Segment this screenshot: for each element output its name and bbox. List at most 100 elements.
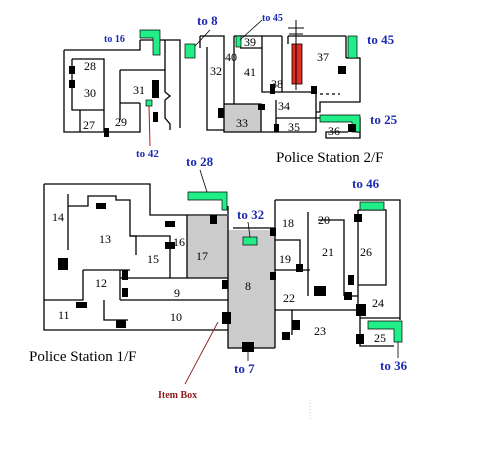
floor-title: Police Station 2/F xyxy=(276,150,384,166)
stairs-to-45[interactable] xyxy=(347,35,358,59)
room-label: 36 xyxy=(328,124,340,138)
first-floor-map: 14 13 16 15 17 12 9 11 10 8 18 20 19 21 … xyxy=(29,154,408,420)
stairs-to-42[interactable] xyxy=(145,99,153,107)
room-label: 20 xyxy=(318,213,330,227)
door xyxy=(282,332,290,340)
door xyxy=(296,264,303,272)
door xyxy=(354,214,362,222)
door xyxy=(210,215,217,224)
room-label: 39 xyxy=(244,35,256,49)
room-label: 12 xyxy=(95,276,107,290)
room-label: 29 xyxy=(115,115,127,129)
link-to-45[interactable]: to 45 xyxy=(367,32,395,47)
room-label: 33 xyxy=(236,116,248,130)
door xyxy=(274,124,279,132)
room-8-highlight xyxy=(228,230,275,348)
ladder-icon xyxy=(288,20,304,90)
link-to-32[interactable]: to 32 xyxy=(237,207,264,222)
room-label: 40 xyxy=(225,50,237,64)
second-floor-doors xyxy=(69,66,356,137)
door xyxy=(356,304,366,316)
room-label: 11 xyxy=(58,308,70,322)
stairs-to-45-small[interactable] xyxy=(235,35,242,48)
door xyxy=(270,228,276,236)
room-label: 10 xyxy=(170,310,182,324)
room-label: 38 xyxy=(271,77,283,91)
room-label: 34 xyxy=(278,99,290,113)
door xyxy=(311,86,317,94)
door xyxy=(314,286,326,296)
stairs-to-16[interactable] xyxy=(139,29,161,56)
door xyxy=(348,275,354,285)
door xyxy=(270,272,276,280)
room-label: 15 xyxy=(147,252,159,266)
link-to-7[interactable]: to 7 xyxy=(234,361,255,376)
door xyxy=(222,312,231,324)
room-label: 31 xyxy=(133,83,145,97)
door xyxy=(338,66,346,74)
first-floor-links: to 28 to 32 to 46 to 7 to 36 xyxy=(186,154,408,376)
door xyxy=(58,258,68,270)
link-to-46[interactable]: to 46 xyxy=(352,176,380,191)
link-to-45-small[interactable]: to 45 xyxy=(262,13,283,24)
door xyxy=(96,203,106,209)
floor-title: Police Station 1/F xyxy=(29,349,137,365)
room-label: 28 xyxy=(84,59,96,73)
room-label: 24 xyxy=(372,296,384,310)
link-to-16[interactable]: to 16 xyxy=(104,34,125,45)
link-to-42[interactable]: to 42 xyxy=(136,148,159,160)
room-label: 19 xyxy=(279,252,291,266)
link-to-25[interactable]: to 25 xyxy=(370,112,398,127)
room-label: 27 xyxy=(83,118,95,132)
link-to-28[interactable]: to 28 xyxy=(186,154,214,169)
door xyxy=(69,66,75,74)
second-floor-links: to 16 to 8 to 45 to 45 to 25 to 42 xyxy=(104,13,398,160)
room-label: 22 xyxy=(283,291,295,305)
door xyxy=(218,108,224,118)
stairs-to-28[interactable] xyxy=(187,191,228,211)
stairs-to-32[interactable] xyxy=(242,236,258,246)
door xyxy=(122,288,128,297)
room-label: 37 xyxy=(317,50,329,64)
first-floor-walls xyxy=(43,183,401,349)
room-label: 18 xyxy=(282,216,294,230)
room-label: 41 xyxy=(244,65,256,79)
room-label: 21 xyxy=(322,245,334,259)
room-label: 13 xyxy=(99,232,111,246)
room-label: 35 xyxy=(288,120,300,134)
door xyxy=(242,342,254,352)
room-label: 23 xyxy=(314,324,326,338)
door xyxy=(258,104,265,110)
stairs-to-46[interactable] xyxy=(359,201,385,211)
door xyxy=(153,112,158,122)
room-33-highlight xyxy=(224,104,261,132)
link-to-8[interactable]: to 8 xyxy=(197,13,218,28)
second-floor-pointers xyxy=(148,19,263,147)
room-label: 9 xyxy=(174,286,180,300)
door xyxy=(165,221,175,227)
door xyxy=(76,302,87,308)
door xyxy=(152,80,159,98)
room-label: 26 xyxy=(360,245,372,259)
door xyxy=(116,320,126,328)
stairs-to-36[interactable] xyxy=(367,320,403,343)
first-floor-room-labels: 14 13 16 15 17 12 9 11 10 8 18 20 19 21 … xyxy=(52,210,386,345)
door xyxy=(292,320,300,330)
second-floor-stairs xyxy=(139,29,361,133)
room-label: 32 xyxy=(210,64,222,78)
room-17-highlight xyxy=(187,216,228,278)
room-label: 17 xyxy=(196,249,208,263)
door xyxy=(69,80,75,88)
stairs-to-8[interactable] xyxy=(184,43,196,59)
door xyxy=(356,334,364,344)
door xyxy=(344,292,352,300)
room-label: 25 xyxy=(374,331,386,345)
first-floor-pointers xyxy=(184,169,399,420)
room-label: 14 xyxy=(52,210,64,224)
door xyxy=(165,242,175,249)
second-floor-room-labels: 28 30 27 29 31 32 40 39 41 38 37 34 33 3… xyxy=(83,35,340,138)
door xyxy=(270,84,275,94)
second-floor-map: 28 30 27 29 31 32 40 39 41 38 37 34 33 3… xyxy=(63,13,398,166)
link-to-36[interactable]: to 36 xyxy=(380,358,408,373)
